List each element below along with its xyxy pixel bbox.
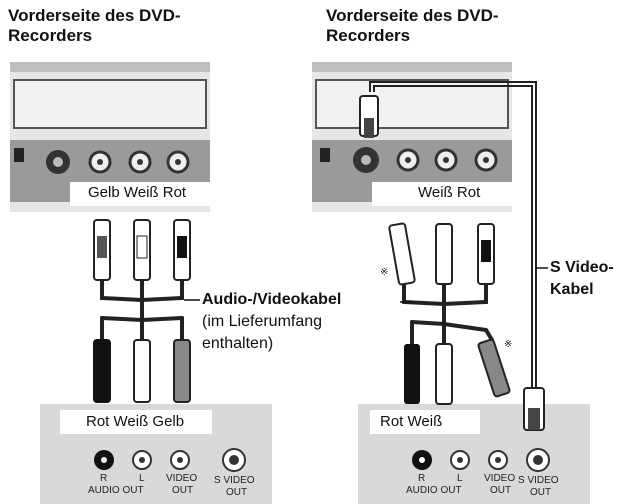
- left-jack-colors: Gelb Weiß Rot: [88, 184, 187, 201]
- left-top-plugs: [93, 219, 191, 281]
- right-r-label: R: [418, 473, 426, 484]
- left-av-cable: [100, 278, 184, 342]
- svideo-cable-label-1: S Video-: [550, 259, 614, 276]
- svideo-cable-label-2: Kabel: [550, 281, 594, 298]
- right-svideo-out-label: OUT: [530, 487, 552, 498]
- av-cable-note-1: (im Lieferumfang: [202, 313, 323, 330]
- right-audio-out-label: AUDIO OUT: [406, 485, 462, 496]
- left-bottom-plugs: [93, 339, 191, 403]
- right-video-out-label: OUT: [490, 485, 512, 496]
- svideo-cable: [359, 81, 545, 431]
- left-tv-colors: Rot Weiß Gelb: [86, 413, 185, 430]
- right-av-cable: [402, 282, 494, 346]
- right-jack-colors: Weiß Rot: [418, 184, 481, 201]
- right-tv-panel: [358, 404, 590, 504]
- left-title-line1: Vorderseite des DVD-: [8, 6, 181, 25]
- right-l-label: L: [457, 473, 463, 484]
- callout-lines: [184, 267, 548, 303]
- av-cable-note-2: enthalten): [202, 335, 274, 352]
- left-video-out-label: OUT: [172, 485, 194, 496]
- right-video-label: VIDEO: [484, 473, 516, 484]
- left-l-label: L: [139, 473, 145, 484]
- right-bottom-plugs: [404, 338, 511, 405]
- left-audio-out-label: AUDIO OUT: [88, 485, 144, 496]
- left-title-line2: Recorders: [8, 26, 93, 45]
- left-dvd-recorder: [10, 62, 210, 212]
- left-r-label: R: [100, 473, 108, 484]
- right-dvd-recorder: [312, 62, 512, 212]
- left-tv-panel: [40, 404, 272, 504]
- av-cable-title: Audio-/Videokabel: [202, 291, 342, 308]
- right-title-line1: Vorderseite des DVD-: [326, 6, 499, 25]
- left-video-label: VIDEO: [166, 473, 198, 484]
- right-svideo-label: S VIDEO: [518, 475, 559, 486]
- right-tv-colors: Rot Weiß: [380, 413, 443, 430]
- unused-marker-bottom: ※: [504, 339, 513, 350]
- left-svideo-out-label: OUT: [226, 487, 248, 498]
- left-svideo-label: S VIDEO: [214, 475, 255, 486]
- right-top-plugs: [388, 222, 495, 286]
- right-title-line2: Recorders: [326, 26, 411, 45]
- unused-marker-top: ※: [380, 267, 389, 278]
